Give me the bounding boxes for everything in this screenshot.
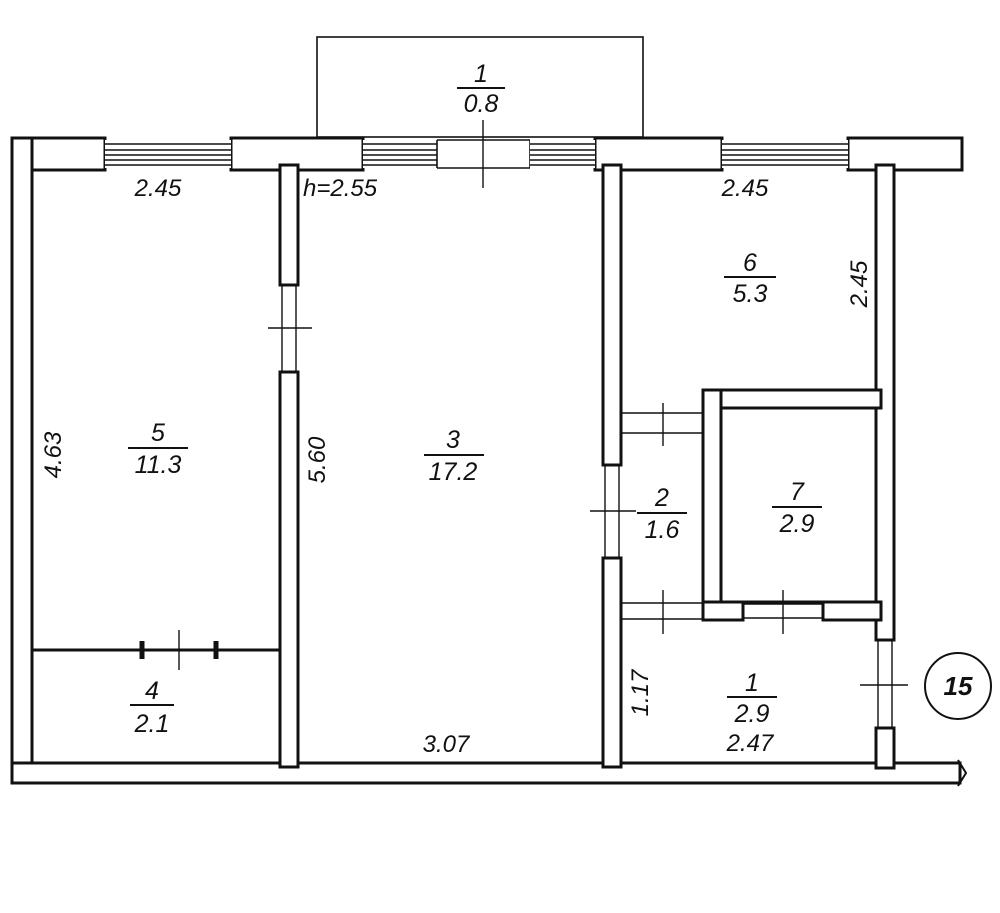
svg-text:1: 1: [474, 60, 488, 88]
svg-text:5.3: 5.3: [733, 280, 768, 308]
door-7-1: [743, 590, 823, 634]
wall-7-bottom-left: [701, 600, 745, 622]
room7-inner-outline: [719, 406, 878, 604]
dim-room5-length: 4.63: [40, 431, 67, 478]
window-left: [105, 140, 231, 168]
wall-3-right-upper: [601, 163, 623, 467]
door-2-6: [621, 403, 703, 446]
dim-room5-width: 2.45: [134, 175, 182, 202]
svg-text:1.6: 1.6: [645, 516, 680, 544]
dim-hall-depth: 1.17: [627, 668, 654, 716]
svg-text:0.8: 0.8: [464, 90, 499, 118]
dim-room6-depth: 2.45: [846, 260, 873, 308]
door-5-3: [268, 285, 312, 372]
svg-text:5: 5: [151, 419, 165, 447]
partition-5-4: [32, 630, 280, 670]
label-balcony: 1 0.8: [457, 60, 505, 118]
svg-text:6: 6: [743, 249, 757, 277]
balcony-outline: [316, 36, 644, 138]
svg-text:2.1: 2.1: [134, 710, 170, 738]
wall-5-3-lower: [278, 370, 300, 769]
wall-right-lower: [874, 726, 896, 770]
label-room-5: 5 11.3: [128, 419, 188, 479]
dim-room3-length: 5.60: [304, 436, 331, 483]
svg-text:3: 3: [446, 426, 460, 454]
dim-hall-width: 2.47: [726, 730, 775, 757]
svg-text:17.2: 17.2: [429, 458, 478, 486]
svg-text:2.9: 2.9: [734, 700, 770, 728]
apartment-number-badge: 15: [924, 652, 992, 720]
entrance-door: [860, 640, 908, 728]
label-room-2: 2 1.6: [637, 484, 687, 544]
wall-7-bottom-right: [821, 600, 883, 622]
balcony-door: [436, 120, 531, 188]
window-center-right: [530, 140, 595, 168]
wall-top-right: [846, 136, 964, 172]
svg-text:2: 2: [654, 484, 669, 512]
label-room-7: 7 2.9: [772, 478, 822, 538]
label-room-4: 4 2.1: [130, 677, 174, 738]
label-room-6: 6 5.3: [724, 249, 776, 308]
window-right: [722, 140, 848, 168]
dim-room6-width: 2.45: [721, 175, 769, 202]
svg-text:2.9: 2.9: [779, 510, 815, 538]
svg-text:7: 7: [790, 478, 805, 506]
dim-room3-width: 3.07: [423, 731, 471, 758]
wall-7-left: [701, 388, 723, 622]
svg-text:15: 15: [944, 671, 973, 701]
wall-left: [10, 136, 34, 785]
svg-text:4: 4: [145, 677, 159, 705]
label-room-3: 3 17.2: [424, 426, 484, 486]
svg-text:1: 1: [745, 669, 759, 697]
window-center-left: [363, 140, 437, 168]
wall-6-bottom: [701, 388, 883, 410]
wall-3-right-lower: [601, 556, 623, 769]
dim-ceiling-height: h=2.55: [303, 175, 378, 202]
wall-bottom: [10, 761, 962, 785]
walls: [10, 136, 964, 785]
label-room-1: 1 2.9: [727, 669, 777, 728]
door-2-1: [621, 590, 703, 634]
wall-5-3-upper: [278, 163, 300, 287]
svg-text:11.3: 11.3: [135, 451, 182, 479]
wall-end-arrow: [957, 759, 968, 787]
door-3-2: [590, 465, 636, 558]
